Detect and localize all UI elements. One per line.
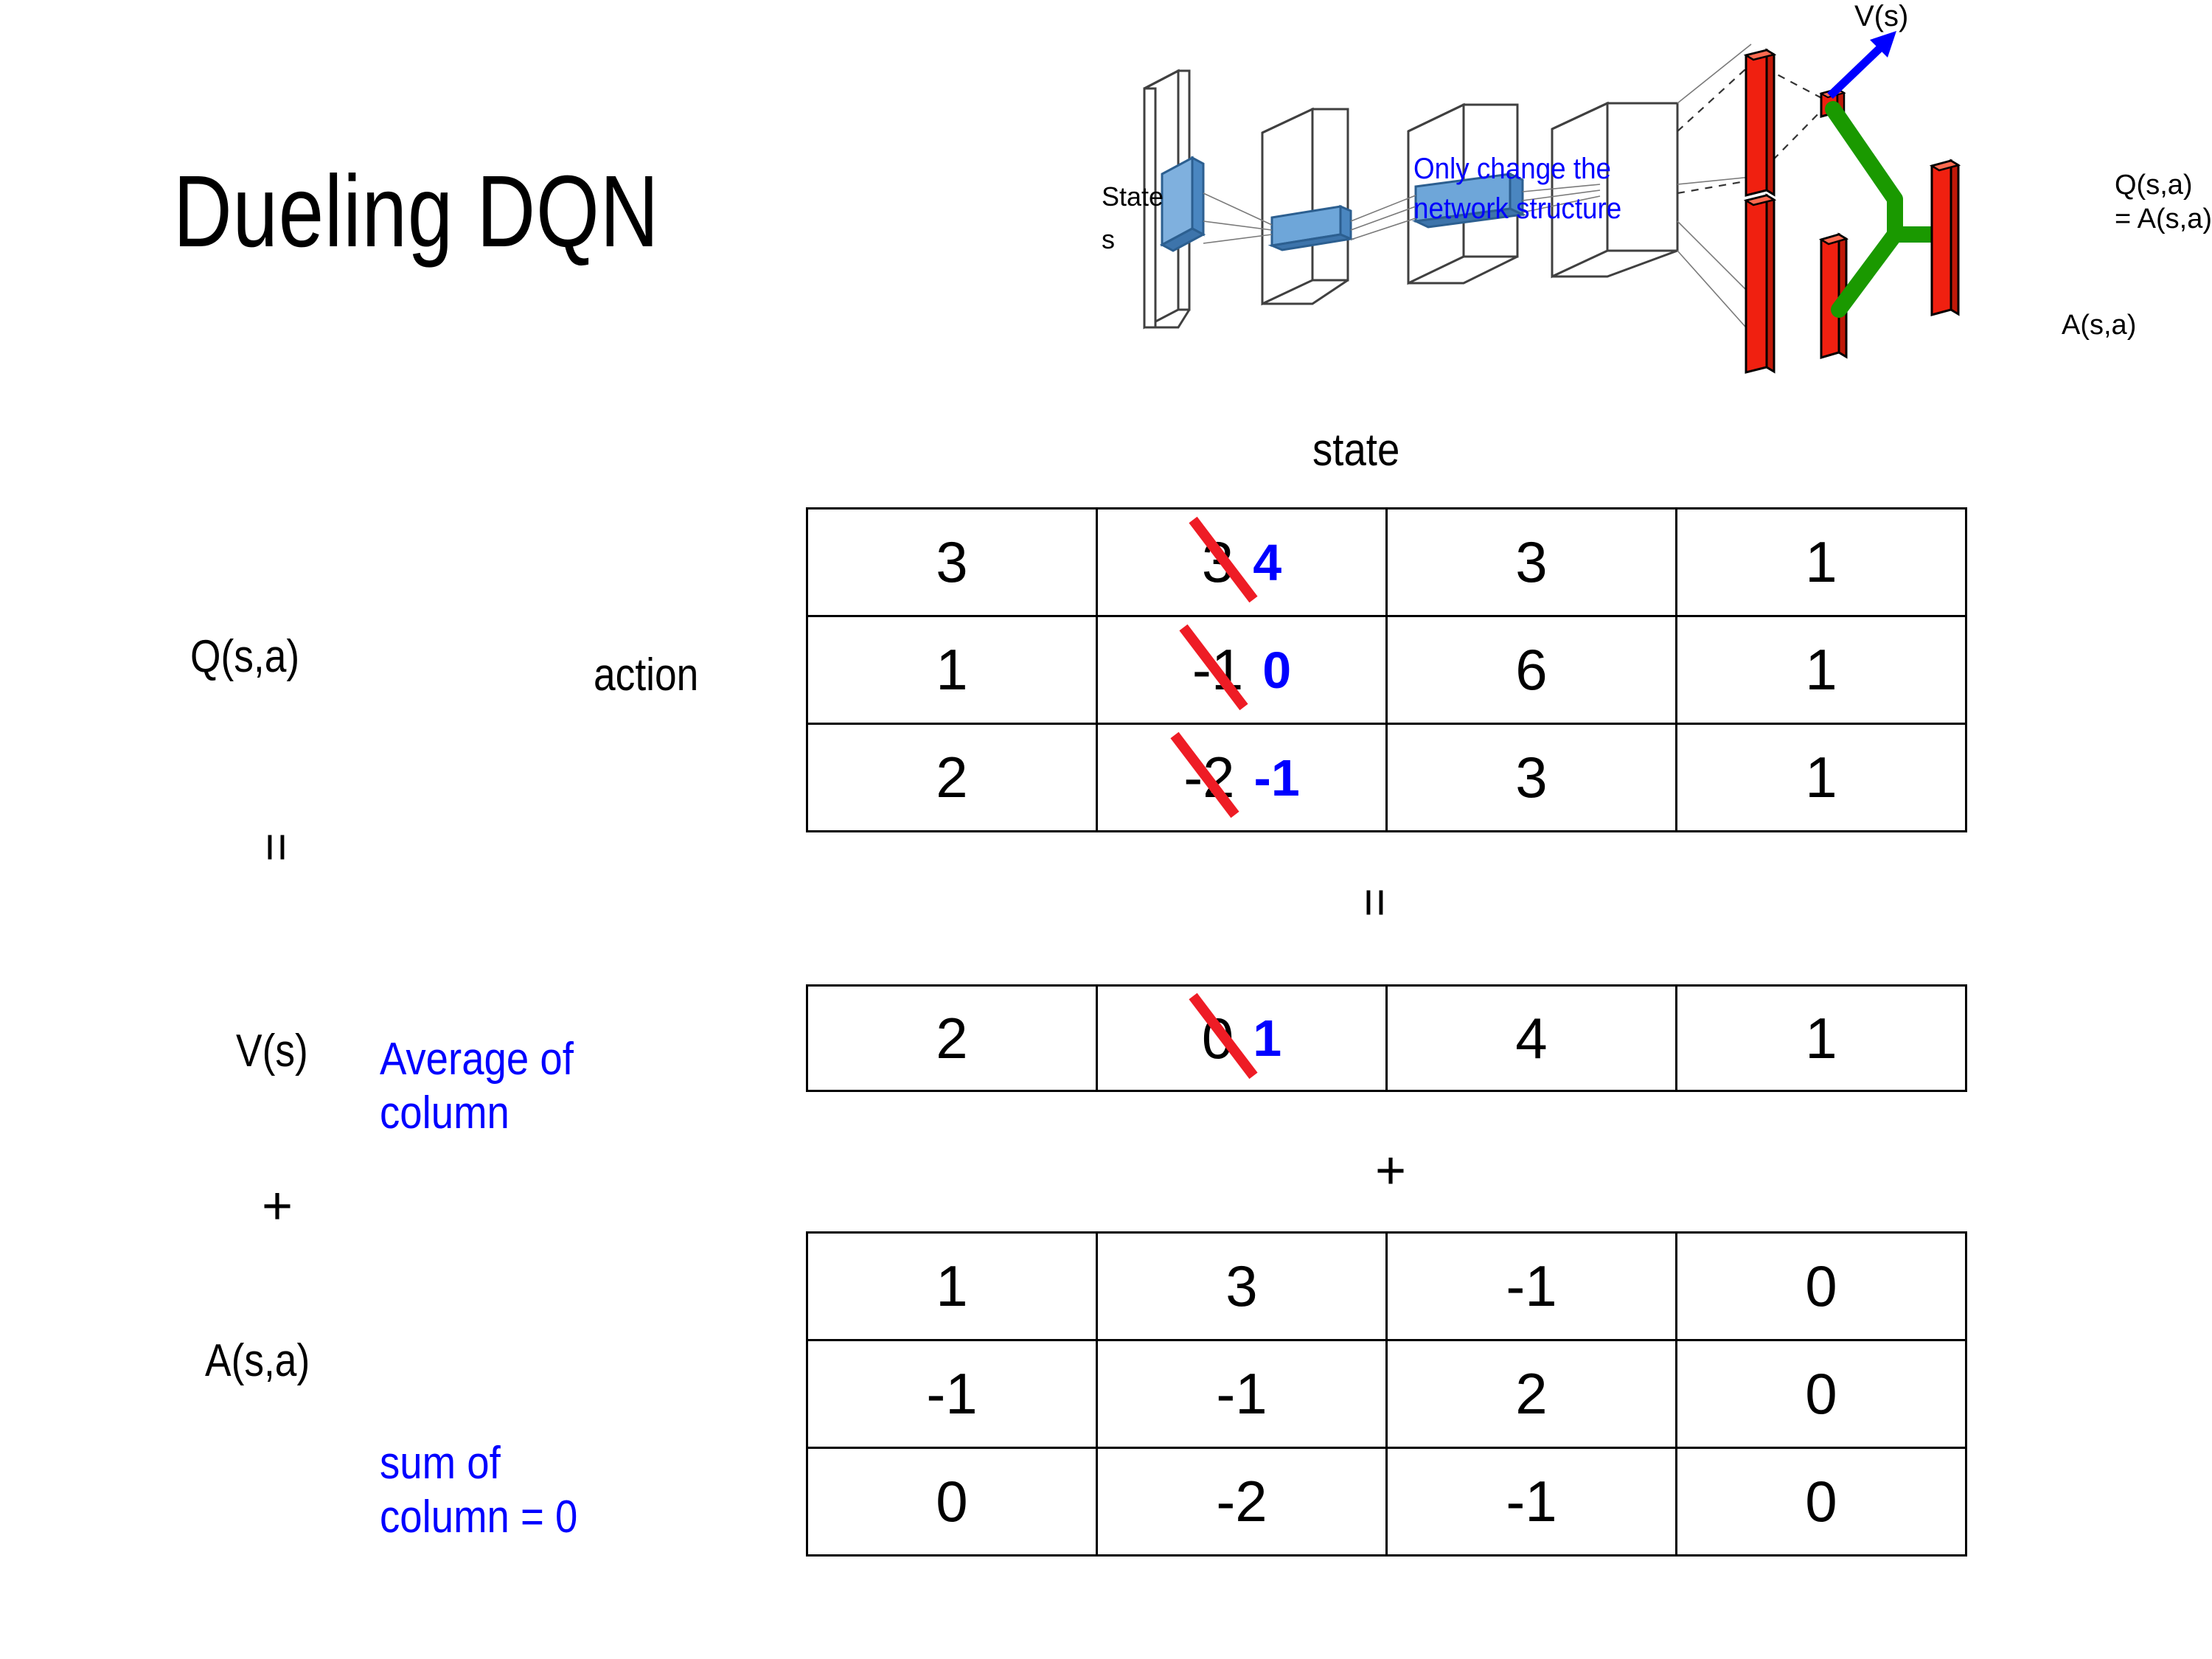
q-cell-r2c3[interactable]: 1 xyxy=(1675,723,1967,832)
q-cell-r2c1-new-value: -1 xyxy=(1253,748,1300,807)
a-cell-r2c2[interactable]: -1 xyxy=(1385,1447,1677,1557)
table-row: 0 -2 -1 0 xyxy=(806,1447,1967,1557)
page-title: Dueling DQN xyxy=(173,155,660,268)
table-row: 2 0 1 4 1 xyxy=(806,984,1967,1092)
q-cell-r1c2[interactable]: 6 xyxy=(1385,615,1677,725)
q-cell-r0c1[interactable]: 3 4 xyxy=(1096,507,1388,617)
q-cell-r2c1[interactable]: -2 -1 xyxy=(1096,723,1388,832)
a-cell-r0c0[interactable]: 1 xyxy=(806,1231,1098,1341)
a-cell-r2c3[interactable]: 0 xyxy=(1675,1447,1967,1557)
diagram-note: Only change the network structure xyxy=(1413,153,1622,225)
q-cell-r1c0[interactable]: 1 xyxy=(806,615,1098,725)
a-cell-r2c1[interactable]: -2 xyxy=(1096,1447,1388,1557)
a-cell-r0c2[interactable]: -1 xyxy=(1385,1231,1677,1341)
v-cell-c1[interactable]: 0 1 xyxy=(1096,984,1388,1092)
q-cell-r2c2[interactable]: 3 xyxy=(1385,723,1677,832)
v-value-table: 2 0 1 4 1 xyxy=(806,984,1967,1092)
a-cell-r0c1[interactable]: 3 xyxy=(1096,1231,1388,1341)
a-cell-r2c0[interactable]: 0 xyxy=(806,1447,1098,1557)
equals-sign-middle: = xyxy=(1346,888,1403,917)
network-architecture-svg xyxy=(1143,31,1961,374)
advantage-table: 1 3 -1 0 -1 -1 2 0 0 -2 -1 0 xyxy=(806,1231,1967,1557)
q-value-table: 3 3 4 3 1 1 -1 xyxy=(806,507,1967,832)
q-cell-r1c3[interactable]: 1 xyxy=(1675,615,1967,725)
table-row: 1 -1 0 6 1 xyxy=(806,615,1967,725)
dueling-network-diagram: State s V(s) Q(s,a) = A(s,a)+V(s) A(s,a)… xyxy=(1091,0,2212,413)
table-row: -1 -1 2 0 xyxy=(806,1339,1967,1449)
v-cell-c2[interactable]: 4 xyxy=(1385,984,1677,1092)
table-row: 3 3 4 3 1 xyxy=(806,507,1967,617)
axis-label-action: action xyxy=(594,650,699,700)
v-cell-c1-old-value: 0 xyxy=(1189,992,1258,1079)
q-cell-r1c1-new-value: 0 xyxy=(1262,641,1292,699)
a-cell-r1c0[interactable]: -1 xyxy=(806,1339,1098,1449)
table-row: 1 3 -1 0 xyxy=(806,1231,1967,1341)
q-cell-r0c3[interactable]: 1 xyxy=(1675,507,1967,617)
q-cell-r0c1-new-value: 4 xyxy=(1253,533,1282,591)
q-cell-r1c1[interactable]: -1 0 xyxy=(1096,615,1388,725)
q-cell-r2c1-old-value: -2 xyxy=(1170,731,1239,818)
a-cell-r1c2[interactable]: 2 xyxy=(1385,1339,1677,1449)
q-cell-r0c0[interactable]: 3 xyxy=(806,507,1098,617)
diagram-q-label: Q(s,a) = A(s,a)+V(s) xyxy=(2115,170,2212,234)
label-v-function: V(s) xyxy=(236,1026,308,1077)
axis-label-state: state xyxy=(1312,425,1400,476)
label-a-function: A(s,a) xyxy=(205,1335,310,1386)
a-cell-r0c3[interactable]: 0 xyxy=(1675,1231,1967,1341)
diagram-advantage-label: A(s,a) xyxy=(2062,310,2137,341)
v-cell-c3[interactable]: 1 xyxy=(1675,984,1967,1092)
q-cell-r1c1-old-value: -1 xyxy=(1179,624,1248,711)
note-sum-of-column: sum of column = 0 xyxy=(380,1438,578,1543)
label-q-function: Q(s,a) xyxy=(190,631,300,682)
plus-sign-middle: + xyxy=(1375,1141,1407,1200)
v-cell-c0[interactable]: 2 xyxy=(806,984,1098,1092)
a-cell-r1c1[interactable]: -1 xyxy=(1096,1339,1388,1449)
diagram-value-label: V(s) xyxy=(1854,0,1909,32)
plus-sign-left: + xyxy=(262,1177,293,1236)
note-average-of-column: Average of column xyxy=(380,1034,574,1139)
a-cell-r1c3[interactable]: 0 xyxy=(1675,1339,1967,1449)
q-cell-r2c0[interactable]: 2 xyxy=(806,723,1098,832)
equals-sign-left: = xyxy=(248,832,305,862)
q-cell-r0c1-old-value: 3 xyxy=(1189,516,1258,603)
v-cell-c1-new-value: 1 xyxy=(1253,1009,1282,1067)
q-cell-r0c2[interactable]: 3 xyxy=(1385,507,1677,617)
diagram-state-label: State s xyxy=(1102,181,1164,254)
table-row: 2 -2 -1 3 1 xyxy=(806,723,1967,832)
